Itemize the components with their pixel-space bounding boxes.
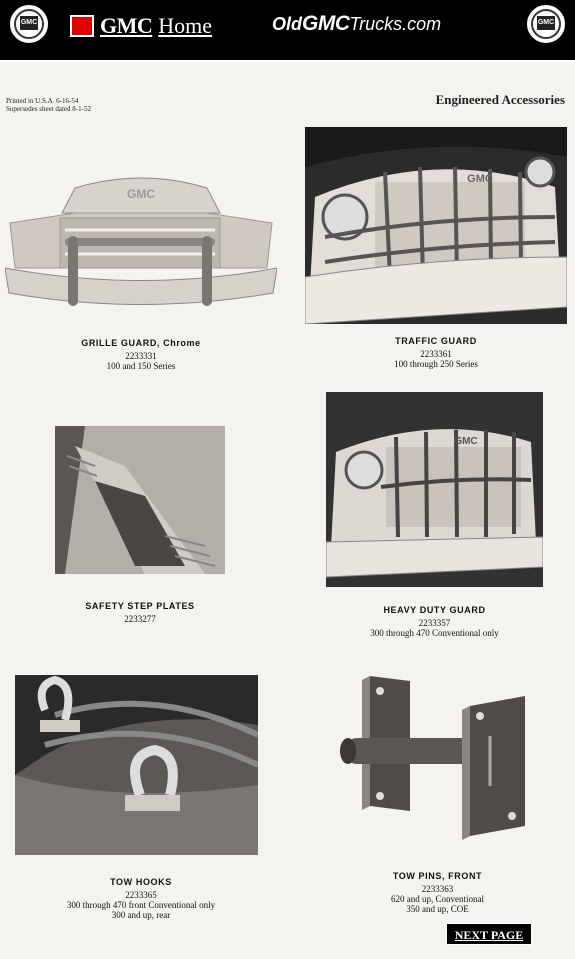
home-gmc-text: GMC bbox=[100, 13, 153, 38]
top-bar: GMC GMC Home OldGMCTrucks.com GMC bbox=[0, 0, 575, 60]
gmc-emblem-left-icon: GMC bbox=[10, 5, 48, 43]
traffic-guard-photo: GMC bbox=[304, 127, 568, 325]
svg-text:GMC: GMC bbox=[467, 173, 493, 185]
gmc-home-link[interactable]: GMC Home bbox=[70, 11, 212, 41]
tow-hooks-photo bbox=[15, 675, 260, 855]
print-date-note: Printed in U.S.A. 6-16-54 Supersedes she… bbox=[6, 97, 91, 113]
svg-text:GMC: GMC bbox=[127, 187, 155, 201]
tow-pins-photo bbox=[340, 676, 530, 846]
site-title: OldGMCTrucks.com bbox=[272, 12, 442, 35]
caption-heavy-duty-guard: HEAVY DUTY GUARD 2233357 300 through 470… bbox=[370, 605, 499, 638]
caption-tow-hooks: TOW HOOKS 2233365 300 through 470 front … bbox=[66, 877, 216, 920]
home-text: Home bbox=[158, 13, 213, 38]
svg-text:GMC: GMC bbox=[454, 436, 477, 447]
sheet-heading: Engineered Accessories bbox=[435, 92, 565, 107]
caption-grille-guard: GRILLE GUARD, Chrome 2233331 100 and 150… bbox=[81, 338, 201, 371]
caption-traffic-guard: TRAFFIC GUARD 2233361 100 through 250 Se… bbox=[394, 336, 478, 369]
caption-tow-pins: TOW PINS, FRONT 2233363 620 and up, Conv… bbox=[391, 871, 484, 914]
grille-guard-photo: GMC bbox=[4, 168, 278, 318]
gmc-emblem-right-icon: GMC bbox=[527, 5, 565, 43]
safety-step-plates-photo bbox=[55, 426, 225, 574]
caption-safety-step-plates: SAFETY STEP PLATES 2233277 bbox=[85, 601, 195, 624]
heavy-duty-guard-photo: GMC bbox=[325, 392, 544, 587]
red-square-icon bbox=[70, 15, 94, 37]
next-page-button[interactable]: NEXT PAGE bbox=[446, 923, 532, 945]
